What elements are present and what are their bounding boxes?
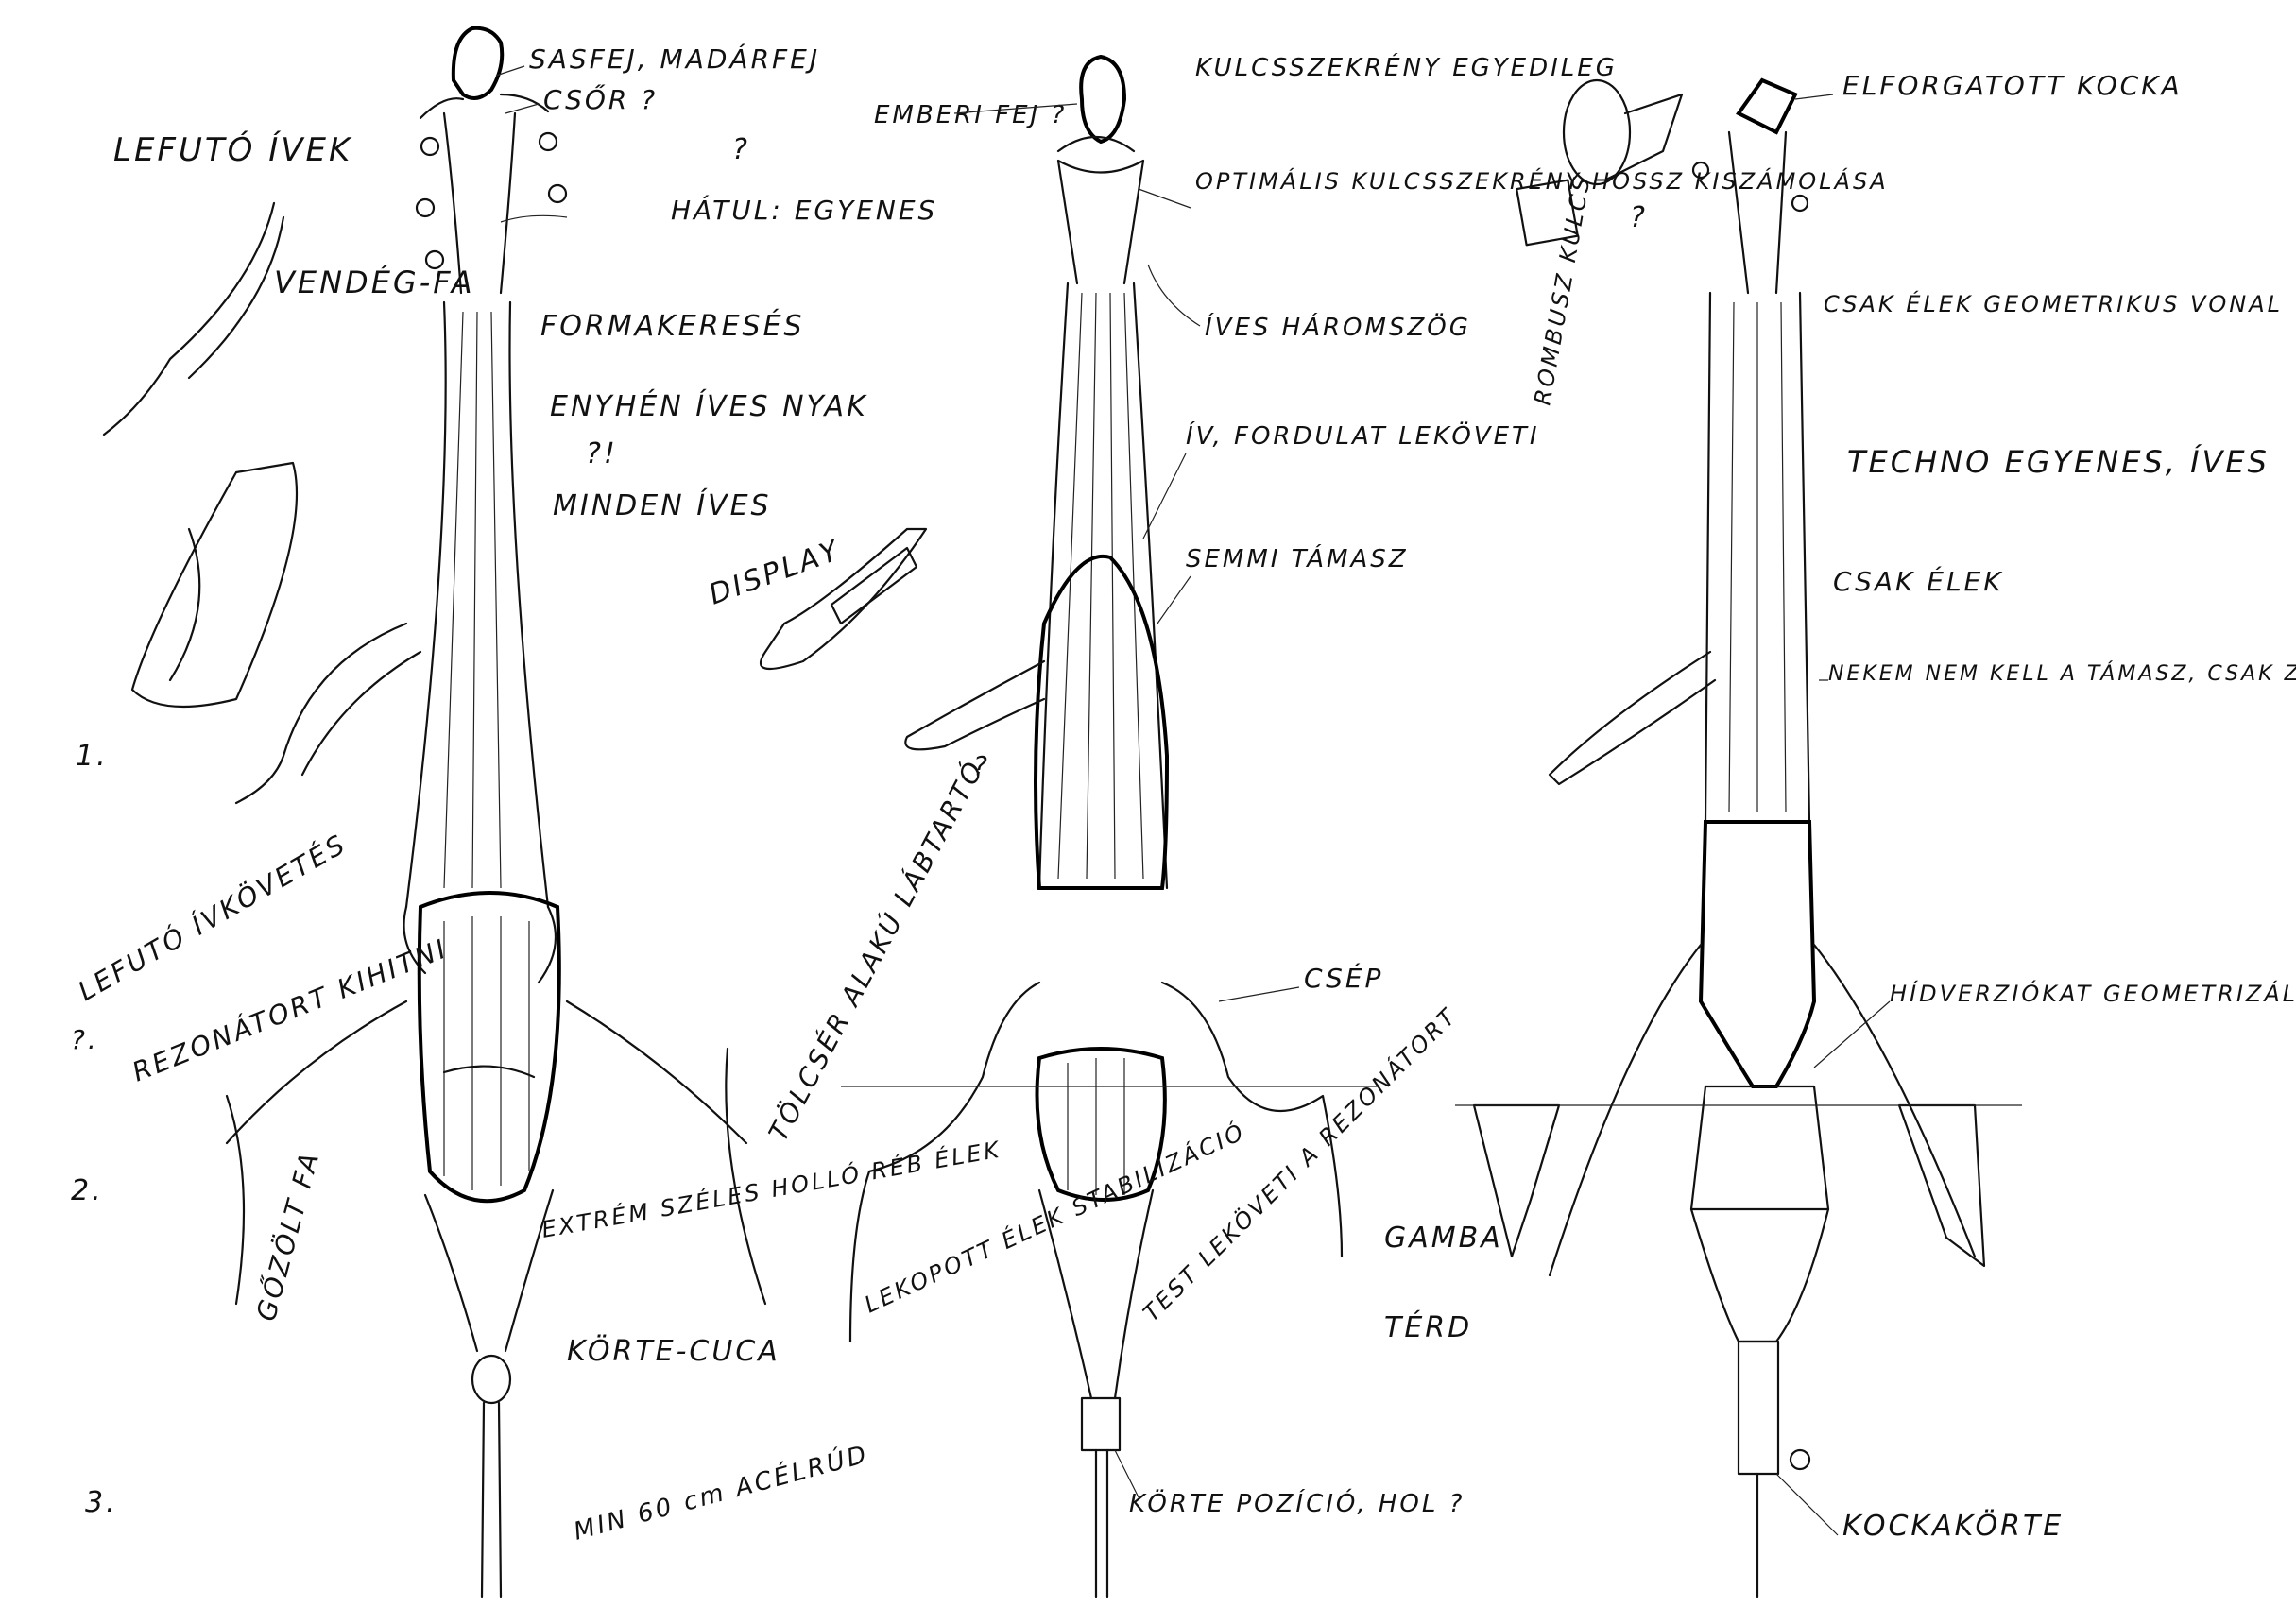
label-question-2: ?. xyxy=(71,1024,99,1055)
sketch-3-body xyxy=(1698,820,1817,1088)
label-step-3: 3. xyxy=(85,1486,118,1519)
label-lefuto-ivkovetes: LEFUTÓ ÍVKÖVETÉS xyxy=(73,827,352,1007)
label-step-2: 2. xyxy=(71,1174,104,1207)
sketch-1-head xyxy=(451,26,505,100)
label-enyhen-ives-nyak: ENYHÉN ÍVES NYAK xyxy=(550,389,868,423)
label-korte-cuca: KÖRTE-CUCA xyxy=(567,1334,780,1368)
label-kulcsszekreny-egyedileg: KULCSSZEKRÉNY EGYEDILEG xyxy=(1195,52,1618,82)
sketch-2-head xyxy=(1079,54,1127,145)
sketch-2-instrument xyxy=(759,54,1379,1598)
sketch-3-cube-head xyxy=(1736,77,1798,135)
sketch-2-neck xyxy=(1037,282,1169,890)
label-gamba: GAMBA xyxy=(1384,1222,1503,1255)
sketch-3-cube-pear xyxy=(1737,1340,1780,1476)
sketch-1-body xyxy=(417,891,561,1204)
sketch-2-endpin-pear xyxy=(1080,1396,1122,1452)
sketch-1-endpin-rod xyxy=(480,1401,503,1598)
label-gozolt-fa: GŐZÖLT FA xyxy=(249,1147,326,1325)
label-display: DISPLAY xyxy=(705,534,846,612)
label-formakereses: FORMAKERESÉS xyxy=(540,309,805,343)
sketch-2-upper-body xyxy=(1034,554,1170,890)
label-question-4: ? xyxy=(1630,201,1648,234)
sketch-1-pegbox xyxy=(442,111,517,295)
label-vendeg-fa: VENDÉG-FA xyxy=(274,265,475,300)
label-ives-haromszog: ÍVES HÁROMSZÖG xyxy=(1205,312,1471,342)
sketch-3-lower-body xyxy=(1689,1207,1830,1343)
label-question-1: ? xyxy=(732,133,750,166)
label-question-exclaim: ?! xyxy=(586,437,618,470)
sketch-2-pegbox xyxy=(1056,159,1145,285)
sketch-3-neck xyxy=(1704,291,1811,824)
label-step-1: 1. xyxy=(76,740,109,773)
label-tolcser-alaku-labtarto: TÖLCSÉR ALAKÚ LÁBTARTÓ xyxy=(762,754,990,1146)
sketch-1-neck xyxy=(404,300,550,909)
label-min-60cm-acelrud: MIN 60 cm ACÉLRÚD xyxy=(571,1439,872,1547)
label-hatul-egyenes: HÁTUL: EGYENES xyxy=(671,194,937,226)
sketch-1-endpin-pear xyxy=(471,1354,512,1405)
leader-lines xyxy=(495,65,1891,1536)
label-korte-pozicio: KÖRTE POZÍCIÓ, HOL ? xyxy=(1129,1488,1465,1518)
label-extrem-szeles-elek: EXTRÉM SZÉLES HOLLÓ RÉB ÉLEK xyxy=(540,1135,1003,1243)
label-csep: CSÉP xyxy=(1304,962,1383,994)
label-techno-egyenes-ives: TECHNO EGYENES, ÍVES xyxy=(1847,444,2270,480)
label-minden-ives: MINDEN ÍVES xyxy=(553,488,772,522)
label-kockakorte: KOCKAKÖRTE xyxy=(1842,1509,2064,1543)
label-rombusz-kulcs: ROMBUSZ KULCS xyxy=(1529,173,1596,407)
label-csor: CSŐR ? xyxy=(543,83,658,115)
sketch-2-endpin-rod xyxy=(1094,1448,1109,1598)
label-terd: TÉRD xyxy=(1384,1310,1472,1344)
sketch-1-instrument xyxy=(102,26,767,1598)
label-csak-elek: CSAK ÉLEK xyxy=(1833,565,2004,597)
label-sasfej-madarfej: SASFEJ, MADÁRFEJ xyxy=(529,43,820,75)
label-semmi-tamasz: SEMMI TÁMASZ xyxy=(1186,543,1409,573)
label-question-3: ? xyxy=(973,750,990,781)
label-iv-fordulat-lekoveti: ÍV, FORDULAT LEKÖVETI xyxy=(1186,420,1540,451)
label-elforgatott-kocka: ELFORGATOTT KOCKA xyxy=(1842,70,2183,101)
label-lefuto-ivek: LEFUTÓ ÍVEK xyxy=(113,130,352,169)
label-emberi-fej: EMBERI FEJ ? xyxy=(874,101,1067,129)
label-csak-elek-geometrikus: CSAK ÉLEK GEOMETRIKUS VONAL xyxy=(1824,290,2283,317)
sketch-2-lower-body xyxy=(1035,1047,1167,1202)
label-optimalis-kulcsszekreny: OPTIMÁLIS KULCSSZEKRÉNY HOSSZ KISZÁMOLÁS… xyxy=(1195,167,1889,195)
label-nekem-nem-kell-tamasz: NEKEM NEM KELL A TÁMASZ, CSAK ZAVAR! MÁS… xyxy=(1828,661,2296,686)
sketch-3-instrument xyxy=(1455,77,2022,1598)
label-hidverziokat-geometrizalni: HÍDVERZIÓKAT GEOMETRIZÁLNI. xyxy=(1890,979,2296,1007)
